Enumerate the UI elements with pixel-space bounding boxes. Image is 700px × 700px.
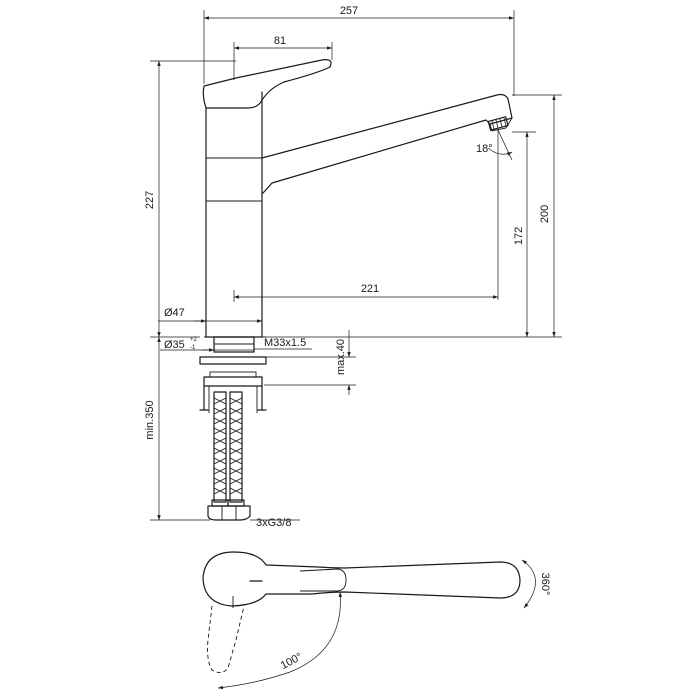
swivel-angle-label: 360° <box>539 573 551 596</box>
lever-handle <box>202 59 332 109</box>
hose-connection-label: 3xG3/8 <box>256 517 291 529</box>
faucet-top-view <box>202 551 536 690</box>
hole-tolerance-minus: -1 <box>190 345 196 351</box>
hole-diameter-label: Ø35 <box>164 339 185 351</box>
hole-tolerance-plus: +2 <box>190 337 198 343</box>
lever-rotated-dashed <box>207 605 245 673</box>
aerator-height-label: 172 <box>513 227 525 245</box>
lever-angle-label: 100° <box>279 651 305 672</box>
mount-nut <box>203 376 263 387</box>
supply-hoses <box>207 391 251 521</box>
aerator <box>487 116 509 131</box>
lever-width-label: 81 <box>274 35 286 47</box>
faucet-side-view <box>199 59 513 521</box>
swivel-rotation-arc <box>521 559 536 609</box>
spout-angle-label: 18° <box>476 143 493 155</box>
dimension-lines <box>150 10 562 521</box>
top-view-lever <box>299 568 347 592</box>
mounting-hardware <box>199 336 267 413</box>
spout-angle-indicator <box>487 129 513 165</box>
top-view-labels: 100° 360° <box>279 573 551 672</box>
spout-reach-label: 221 <box>361 283 379 295</box>
hose-left <box>213 391 227 503</box>
dimension-labels: 257 81 227 200 172 221 Ø47 Ø35 +2 -1 M33… <box>144 5 551 529</box>
spout-tip <box>489 117 513 132</box>
outlet-height-label: 200 <box>539 205 551 223</box>
body-height-label: 227 <box>144 191 156 209</box>
mount-collar <box>213 336 255 353</box>
total-width-label: 257 <box>340 5 358 17</box>
body-diameter-label: Ø47 <box>164 307 185 319</box>
thread-label: M33x1.5 <box>264 337 306 349</box>
hose-right <box>229 391 243 503</box>
lever-rotation-arc <box>217 591 343 690</box>
hose-nut <box>207 505 251 521</box>
top-view-outline <box>202 551 521 607</box>
mount-plate <box>199 356 267 365</box>
hose-length-label: min.350 <box>144 400 156 439</box>
spout <box>261 93 513 195</box>
deck-thickness-label: max.40 <box>335 339 347 375</box>
